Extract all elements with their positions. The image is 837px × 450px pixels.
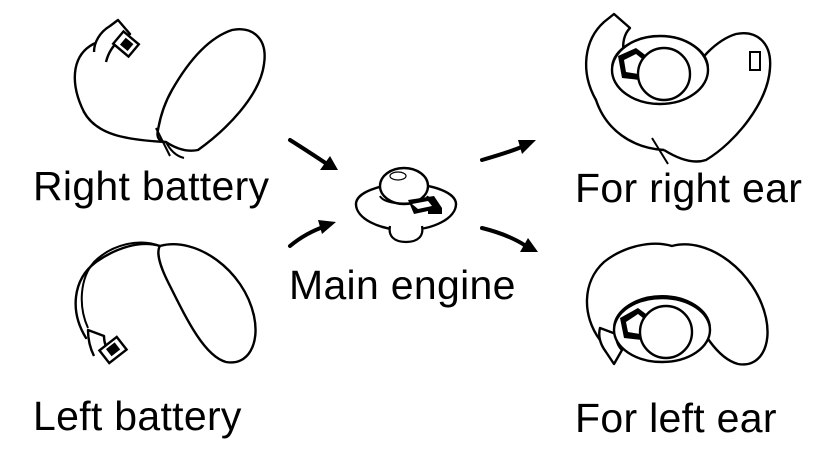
right-battery-illustration — [73, 18, 266, 159]
label-for-right-ear: For right ear — [575, 165, 803, 211]
arrows — [288, 138, 538, 252]
arrow-engine-to-right-ear — [480, 144, 526, 162]
left-battery-illustration — [74, 241, 257, 365]
label-left-battery: Left battery — [33, 393, 242, 439]
left-ear-assembly-illustration — [585, 242, 769, 366]
label-main-engine: Main engine — [289, 262, 516, 308]
right-ear-assembly-illustration — [584, 12, 772, 165]
label-right-battery: Right battery — [33, 163, 270, 209]
arrow-right-battery-to-engine — [288, 138, 332, 168]
label-for-left-ear: For left ear — [575, 395, 777, 441]
main-engine-illustration — [354, 166, 458, 244]
arrow-engine-to-left-ear — [480, 226, 528, 248]
